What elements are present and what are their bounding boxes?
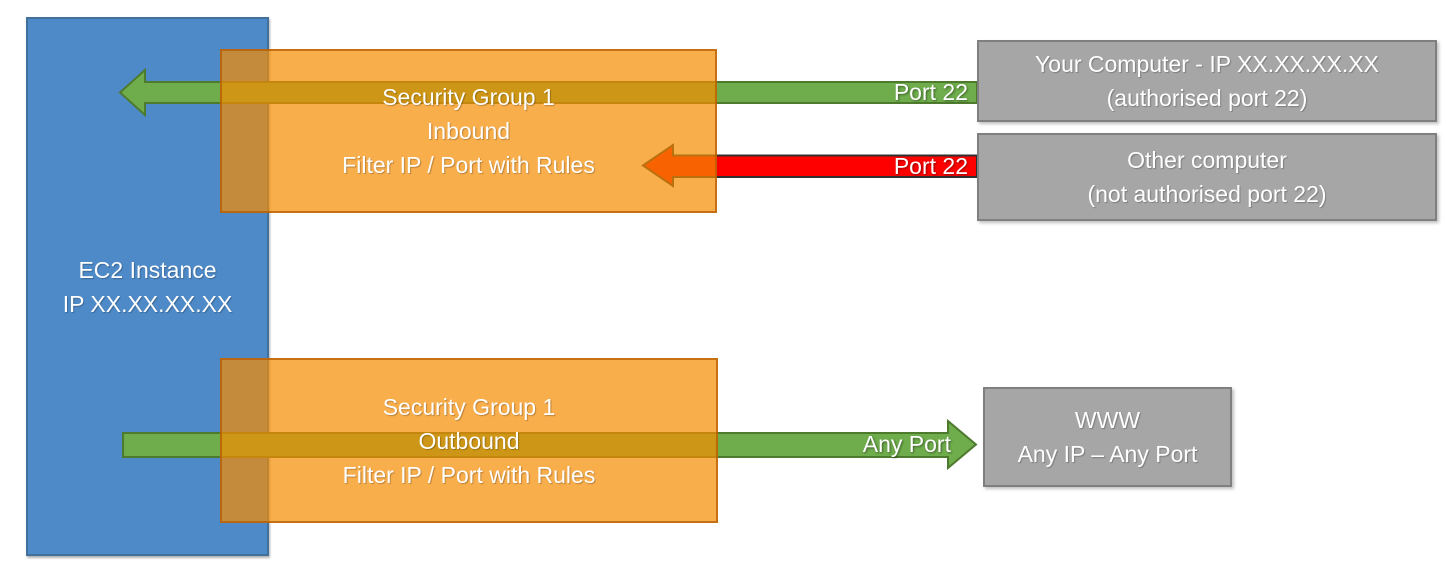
inbound-allowed-port-label: Port 22 <box>893 79 968 105</box>
other-computer-title: Other computer <box>1127 147 1287 173</box>
ec2-instance-title: EC2 Instance <box>78 256 217 283</box>
security-group-inbound-title: Security Group 1 <box>382 84 555 110</box>
your-computer-note: (authorised port 22) <box>1106 85 1308 111</box>
www-note: Any IP – Any Port <box>1017 441 1198 467</box>
www-box: WWW Any IP – Any Port <box>983 387 1232 487</box>
other-computer-note: (not authorised port 22) <box>1087 181 1327 207</box>
security-group-inbound-description: Filter IP / Port with Rules <box>342 152 595 178</box>
security-group-outbound-box: Security Group 1 Outbound Filter IP / Po… <box>220 358 718 523</box>
your-computer-title: Your Computer - IP XX.XX.XX.XX <box>1035 51 1379 77</box>
ec2-instance-ip: IP XX.XX.XX.XX <box>62 290 233 317</box>
inbound-blocked-port-label: Port 22 <box>893 153 968 179</box>
security-group-outbound-title: Security Group 1 <box>382 393 556 420</box>
your-computer-box: Your Computer - IP XX.XX.XX.XX (authoris… <box>977 40 1437 122</box>
security-group-inbound-box: Security Group 1 Inbound Filter IP / Por… <box>220 49 717 213</box>
security-group-inbound-direction: Inbound <box>426 118 511 144</box>
security-group-outbound-description: Filter IP / Port with Rules <box>342 461 596 488</box>
security-group-outbound-direction: Outbound <box>418 427 520 454</box>
www-title: WWW <box>1074 407 1141 433</box>
outbound-port-label: Any Port <box>862 431 951 457</box>
other-computer-box: Other computer (not authorised port 22) <box>977 133 1437 221</box>
